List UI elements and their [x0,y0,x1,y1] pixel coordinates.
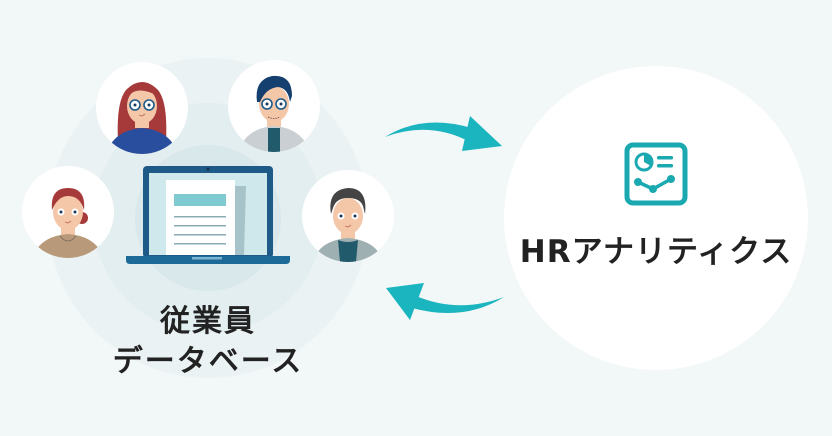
hr-analytics-label: HRアナリティクス [519,234,793,270]
avatar-man-glasses [228,60,320,152]
hr-analytics-circle [504,66,808,370]
arrow-to-analytics-icon [380,110,506,160]
arrow-to-database-icon [384,278,510,328]
avatar-woman-glasses [96,62,188,154]
avatar-woman-ponytail [22,166,114,258]
database-label-line2: データベース [112,344,304,379]
laptop-document-icon [126,164,290,266]
analytics-dashboard-icon [624,142,688,206]
database-label-line1: 従業員 [160,304,256,339]
avatar-man-suit [302,170,394,262]
